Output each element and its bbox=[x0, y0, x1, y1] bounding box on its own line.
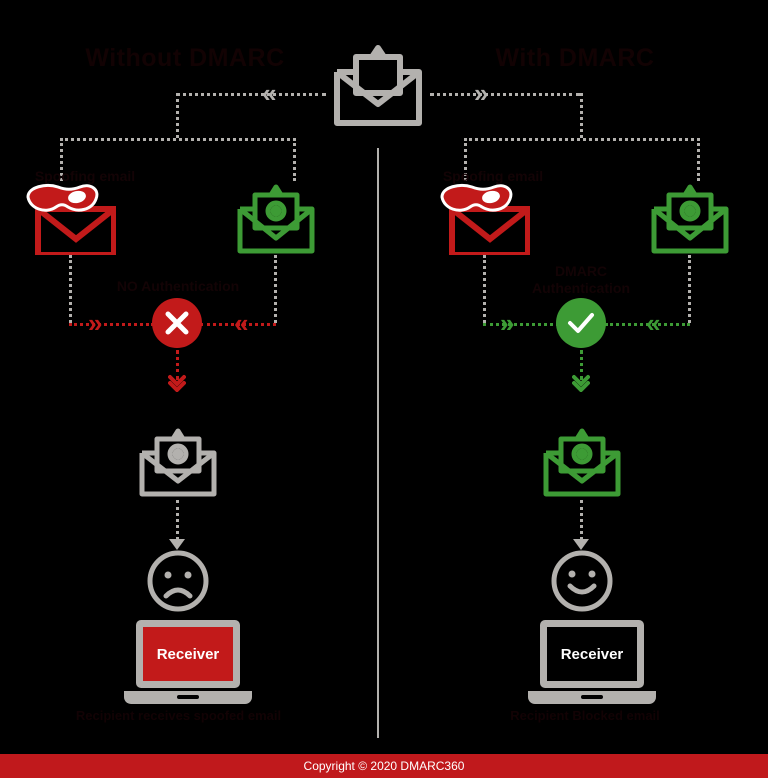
right-legit-email-icon bbox=[650, 183, 730, 260]
label-right-dmarc: DMARC bbox=[554, 263, 608, 279]
left-receiver-label: Receiver bbox=[156, 645, 220, 663]
right-laptop-base bbox=[528, 691, 656, 704]
connector-drop-left bbox=[176, 93, 179, 138]
connector-left-into-gate-b bbox=[200, 323, 276, 326]
left-masked-envelope-icon bbox=[24, 183, 117, 260]
label-left-no-authentication: NO Authentication bbox=[116, 278, 240, 294]
bracket-right bbox=[464, 138, 700, 181]
connector-right-spoof-down bbox=[483, 255, 486, 323]
right-laptop-screen: Receiver bbox=[540, 620, 644, 688]
bracket-left bbox=[60, 138, 296, 181]
connector-right-legit-down bbox=[688, 255, 691, 323]
connector-left-spoof-down bbox=[69, 255, 72, 323]
connector-top-right bbox=[430, 93, 580, 96]
label-left-spoofing-email: Spoofing email bbox=[34, 168, 136, 184]
cross-circle-icon bbox=[152, 298, 202, 348]
title-with-dmarc: With DMARC bbox=[495, 44, 655, 72]
left-laptop-base bbox=[124, 691, 252, 704]
left-down-chevron-icon bbox=[168, 374, 186, 397]
connector-left-gate-down bbox=[176, 350, 179, 380]
label-right-spoofing-email: Spoofing email bbox=[442, 168, 544, 184]
connector-left-to-face bbox=[176, 500, 179, 540]
arrow-right-icon: » bbox=[474, 78, 489, 108]
left-delivered-email-icon bbox=[139, 428, 217, 503]
check-circle-icon bbox=[556, 298, 606, 348]
sad-face-icon bbox=[145, 548, 211, 619]
caption-left: Recipient receives spoofed email bbox=[75, 708, 282, 723]
connector-drop-right bbox=[580, 93, 583, 138]
connector-right-into-gate-b bbox=[605, 323, 690, 326]
top-envelope-icon bbox=[332, 42, 424, 132]
left-gate-arrow-out-icon: « bbox=[234, 308, 249, 338]
left-legit-email-icon bbox=[236, 183, 316, 260]
right-gate-arrow-out-icon: « bbox=[646, 308, 661, 338]
footer-bar: Copyright © 2020 DMARC360 bbox=[0, 754, 768, 778]
right-down-chevron-icon bbox=[572, 374, 590, 397]
right-down-arrow-icon bbox=[573, 538, 589, 556]
center-divider bbox=[377, 148, 379, 738]
arrow-left-icon: « bbox=[262, 78, 277, 108]
connector-right-gate-down bbox=[580, 350, 583, 380]
connector-top-left bbox=[176, 93, 326, 96]
title-without-dmarc: Without DMARC bbox=[85, 44, 285, 72]
connector-right-to-face bbox=[580, 500, 583, 540]
left-down-arrow-icon bbox=[169, 538, 185, 556]
left-gate-arrow-in-icon: » bbox=[88, 308, 103, 338]
left-receiver-laptop: Receiver bbox=[124, 620, 252, 704]
right-receiver-label: Receiver bbox=[560, 645, 624, 663]
happy-face-icon bbox=[549, 548, 615, 619]
connector-left-legit-down bbox=[274, 255, 277, 323]
copyright-text: Copyright © 2020 DMARC360 bbox=[303, 759, 465, 773]
caption-right: Recipient Blocked email bbox=[510, 708, 660, 723]
right-delivered-email-icon bbox=[543, 428, 621, 503]
right-receiver-laptop: Receiver bbox=[528, 620, 656, 704]
label-right-authentication: Authentication bbox=[532, 280, 630, 296]
connector-left-into-gate-a bbox=[69, 323, 154, 326]
right-masked-envelope-icon bbox=[438, 183, 531, 260]
left-laptop-screen: Receiver bbox=[136, 620, 240, 688]
right-gate-arrow-in-icon: » bbox=[500, 308, 515, 338]
connector-right-into-gate-a bbox=[483, 323, 559, 326]
